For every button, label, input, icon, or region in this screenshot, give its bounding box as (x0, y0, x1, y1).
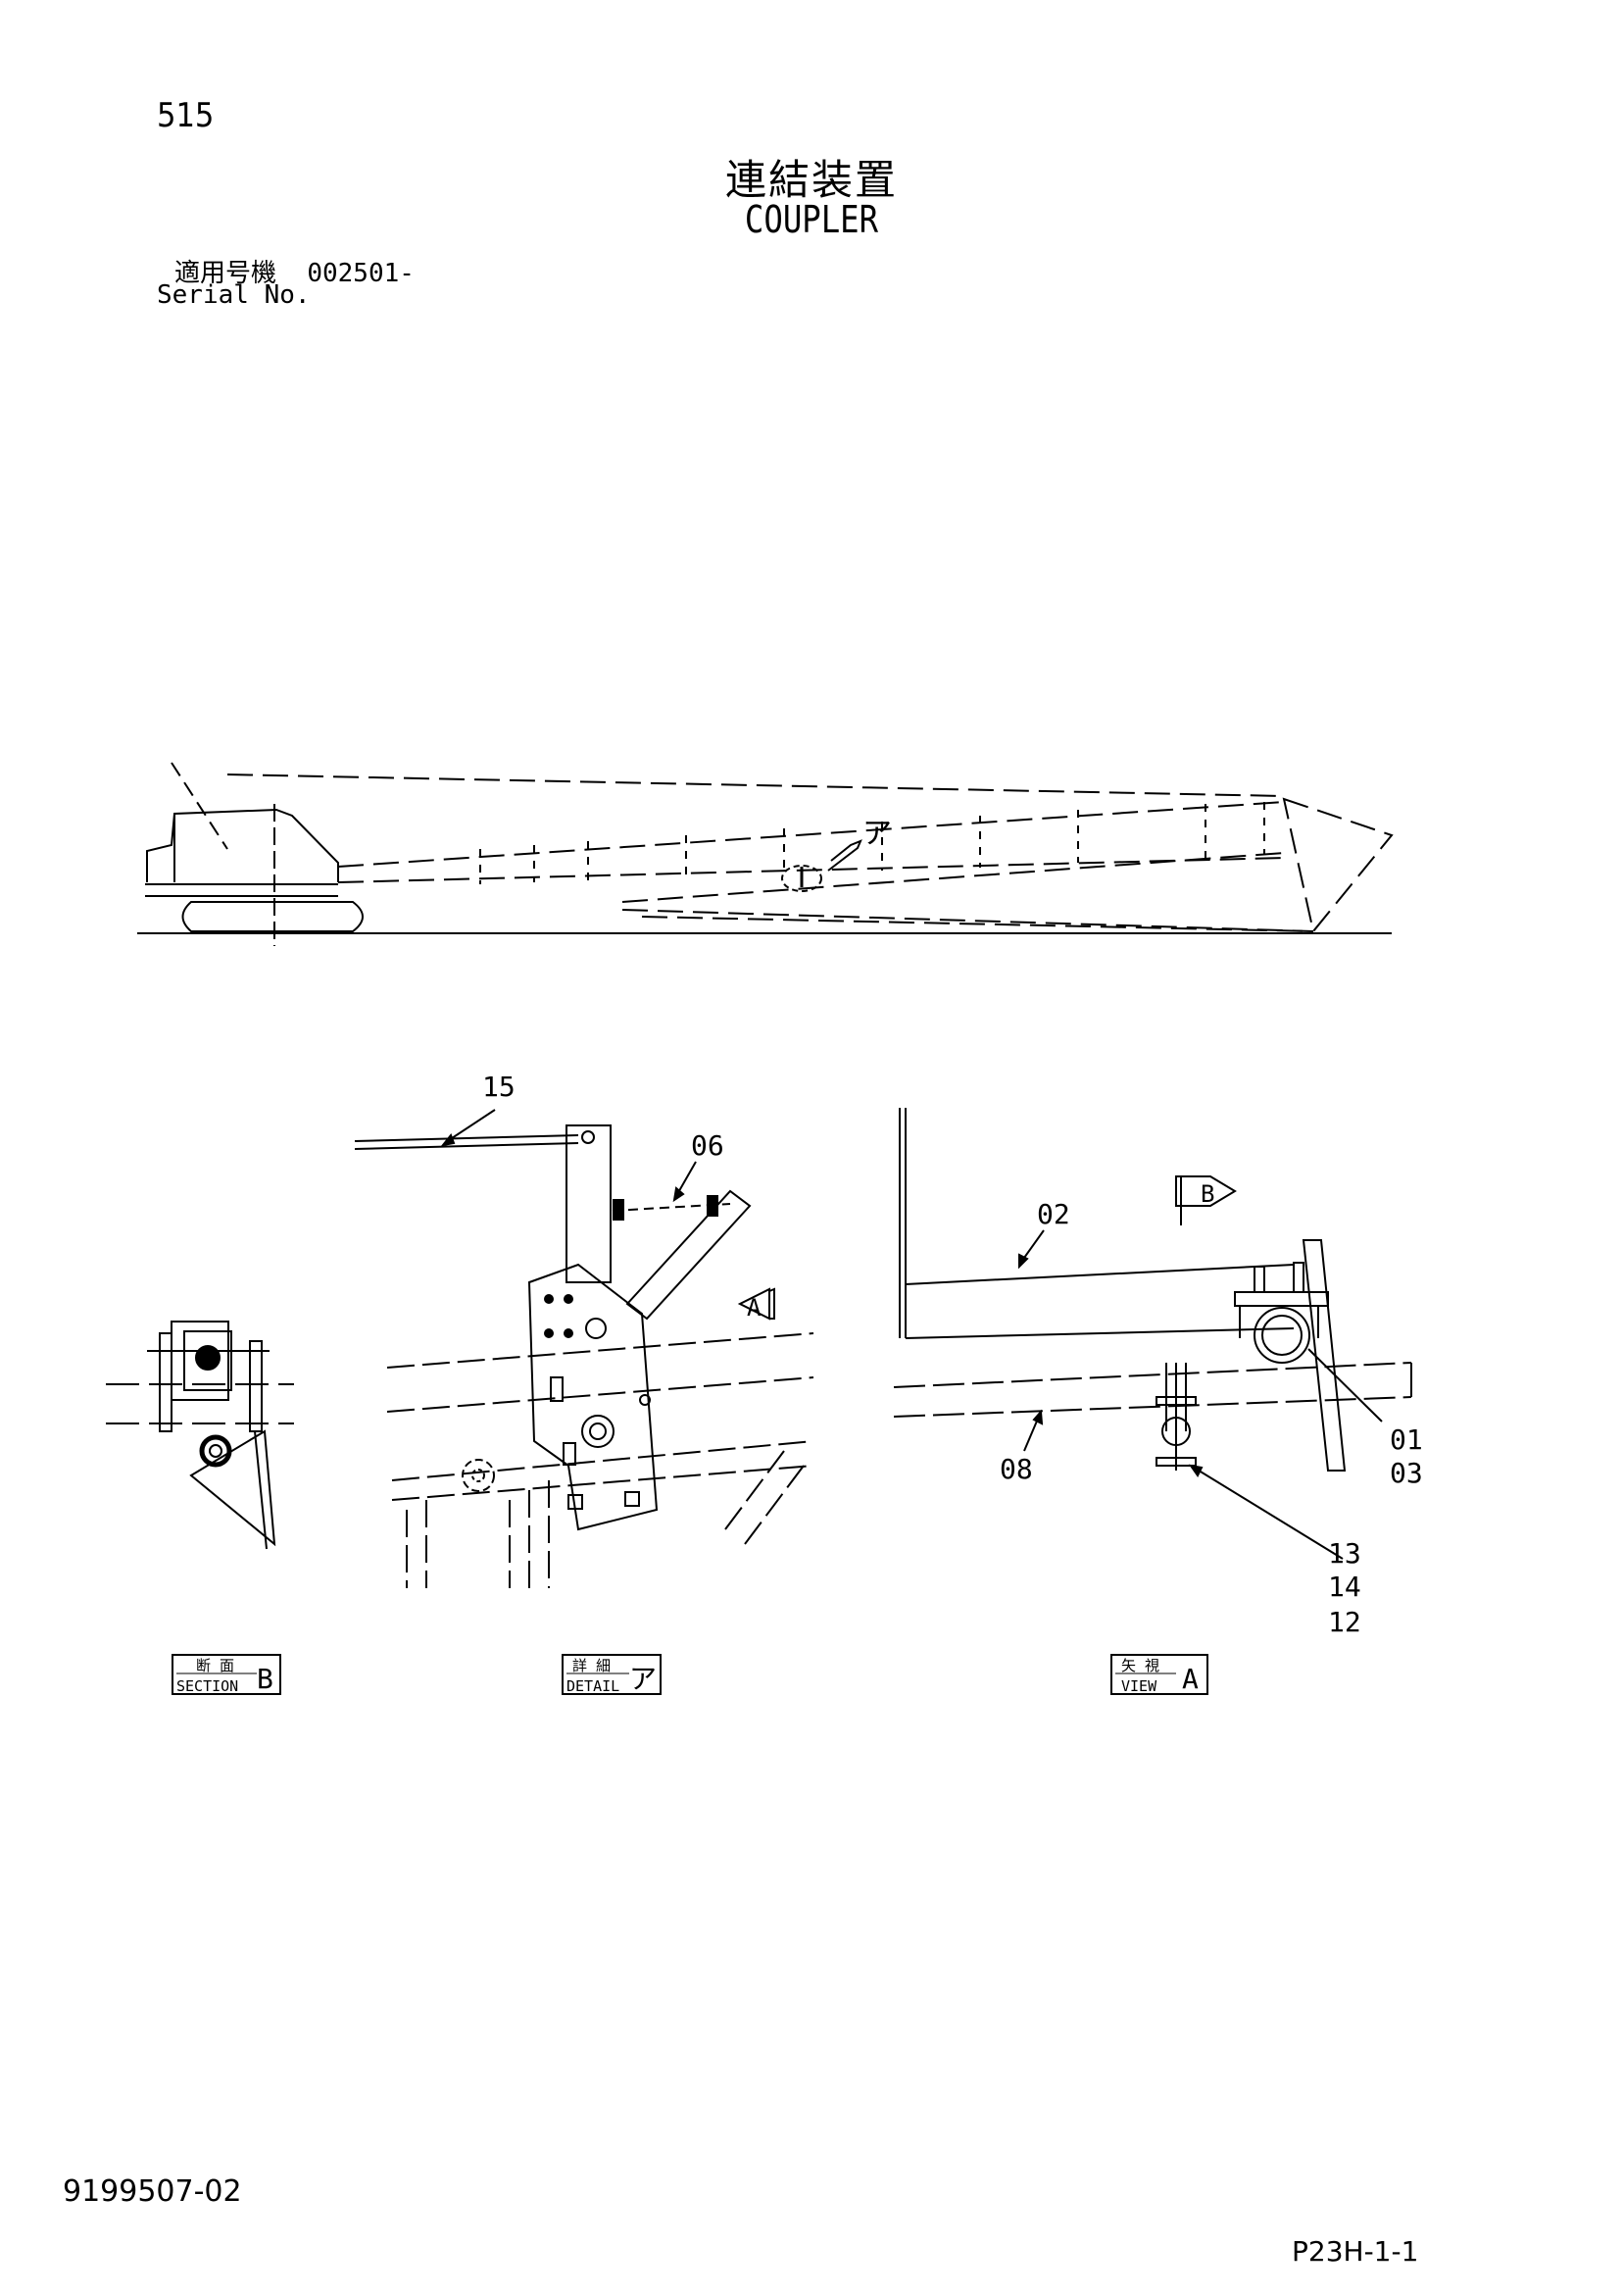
section-b-label: 断 面 SECTION B (172, 1654, 281, 1695)
arrow-a-letter: A (747, 1294, 762, 1322)
view-label-jp: 矢 視 (1121, 1657, 1159, 1674)
detail-a-label: 詳 細 DETAIL ア (562, 1654, 662, 1695)
detail-label-letter: ア (629, 1663, 657, 1695)
detail-label-jp: 詳 細 (572, 1657, 611, 1674)
clamp-01 (1254, 1307, 1310, 1364)
section-label-jp: 断 面 (196, 1657, 234, 1674)
serial-label-jp: 適用号機 (174, 259, 277, 288)
section-b-drawing (106, 1321, 294, 1550)
leader-01 (1307, 1348, 1383, 1423)
overview-machine (137, 762, 1392, 946)
callout-02: 02 (1037, 1198, 1070, 1230)
overview-boom (226, 774, 1394, 934)
view-label-letter: A (1182, 1663, 1199, 1695)
serial-label-english: Serial No. (157, 280, 311, 310)
arrow-b-letter: B (1201, 1180, 1214, 1208)
callout-01: 01 (1390, 1423, 1423, 1456)
view-a-drawing (893, 1108, 1412, 1560)
detail-circle (781, 865, 822, 892)
serial-value: 002501- (307, 259, 415, 288)
cab-body (146, 808, 339, 882)
callout-12: 12 (1328, 1606, 1361, 1638)
view-a-label: 矢 視 VIEW A (1110, 1654, 1208, 1695)
section-label-letter: B (257, 1663, 273, 1695)
callout-06: 06 (691, 1129, 724, 1162)
bracket-plate (527, 1263, 659, 1531)
section-b-arrow (1175, 1175, 1237, 1225)
view-label-en: VIEW (1121, 1677, 1157, 1695)
overview-boom-ribs (479, 802, 1265, 884)
detail-leader-arrow (827, 839, 862, 872)
section-label-en: SECTION (176, 1677, 238, 1695)
callout-08: 08 (1000, 1453, 1033, 1485)
rod-15 (354, 1134, 579, 1142)
leader-15 (445, 1109, 496, 1143)
callout-03: 03 (1390, 1457, 1423, 1489)
page-reference: P23H-1-1 (1292, 2235, 1419, 2268)
detail-a-drawing (354, 1124, 814, 1588)
callout-13: 13 (1328, 1537, 1361, 1570)
title-english: COUPLER (744, 198, 879, 241)
end-plate (1302, 1239, 1347, 1472)
callout-14: 14 (1328, 1571, 1361, 1603)
page-number: 515 (157, 96, 215, 135)
document-number: 9199507-02 (63, 2174, 242, 2209)
serial-line-japanese: 適用号機 002501- (174, 253, 415, 289)
link-06 (625, 1189, 752, 1321)
leader-13 (1190, 1465, 1344, 1560)
view-a-arrow (737, 1287, 775, 1321)
title-japanese: 連結装置 (724, 156, 898, 204)
detail-label-en: DETAIL (566, 1677, 619, 1695)
overview-detail-marker: ア (862, 817, 892, 851)
crawler-track (181, 901, 364, 932)
callout-15: 15 (482, 1071, 516, 1103)
